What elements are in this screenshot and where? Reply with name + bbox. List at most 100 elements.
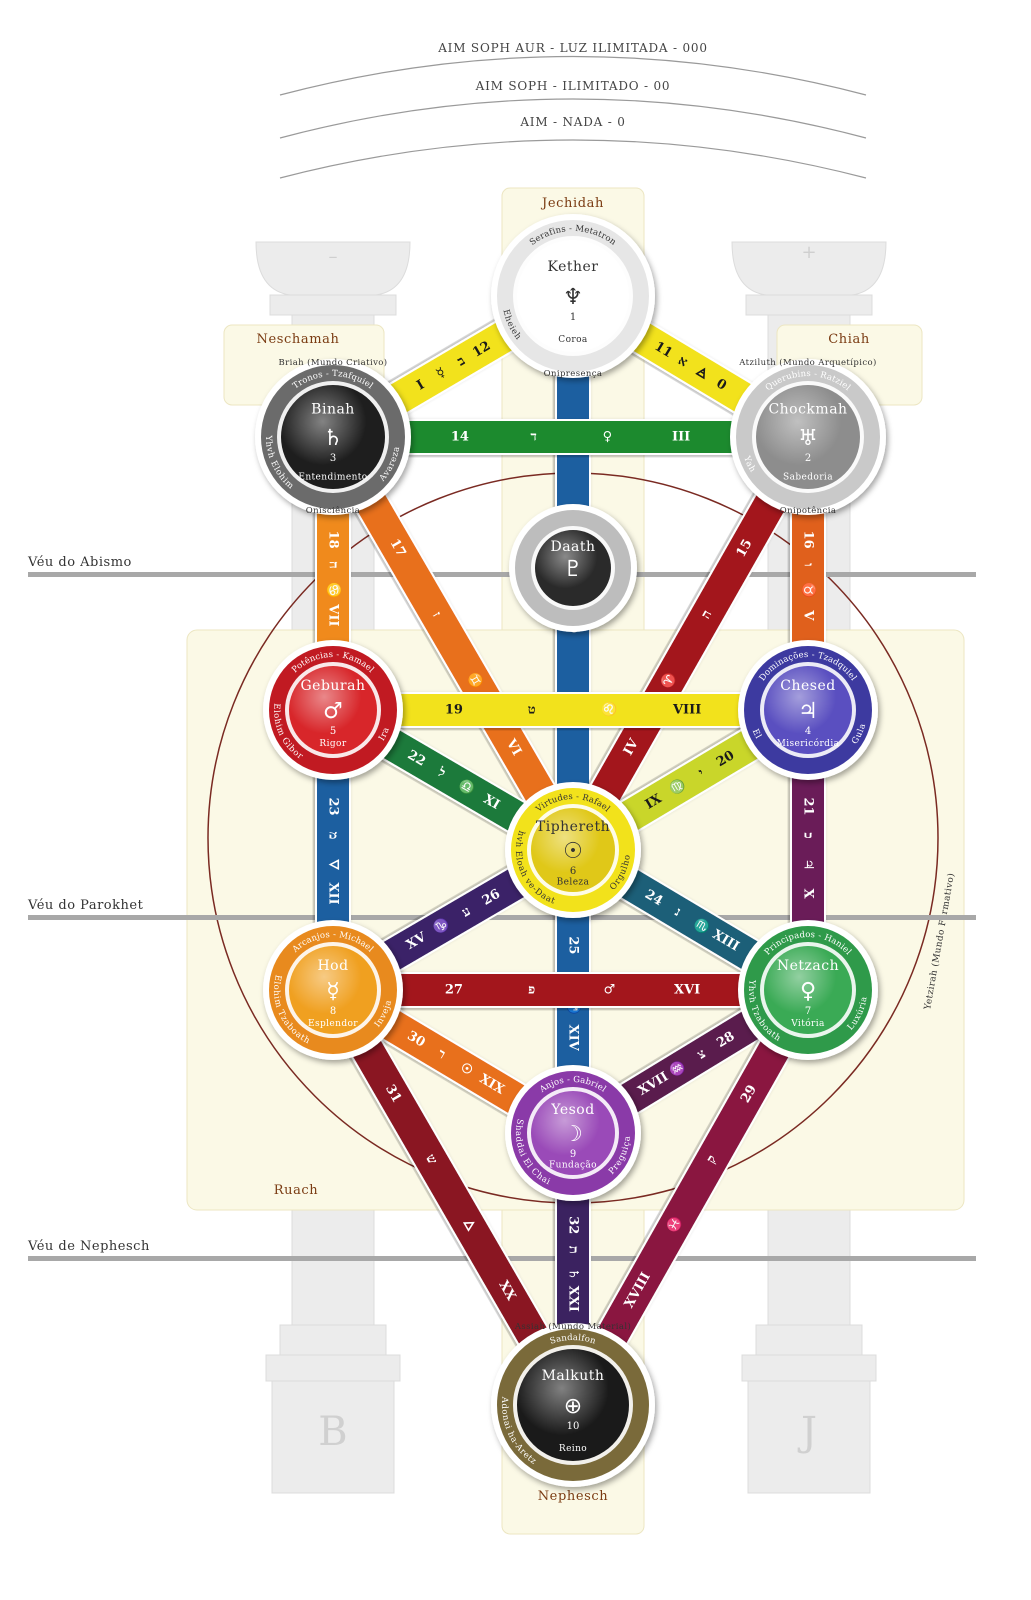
sephirah-number-kether: 1 <box>570 312 576 323</box>
veil-abismo-line <box>28 572 976 577</box>
region-label-nephesch: Nephesch <box>538 1489 609 1504</box>
region-label-chiah: Chiah <box>828 332 870 347</box>
sephirah-meaning-netzach: Vitória <box>790 1018 825 1029</box>
path-label-p16-2: ♉ <box>801 582 817 598</box>
sephirah-shine-binah <box>281 385 385 489</box>
path-label-p27-0: 27 <box>445 983 463 998</box>
sephirah-shine-yesod <box>531 1091 615 1175</box>
path-label-p27-3: XVI <box>674 983 700 998</box>
sephirah-meaning-binah: Entendimento <box>298 473 367 483</box>
sephirah-symbol-netzach: ♀ <box>800 979 816 1004</box>
sephirah-name-tiphereth: Tiphereth <box>536 819 610 835</box>
path-label-p21-2: ♃ <box>801 859 816 871</box>
path-p29: 29ק♓XVIII <box>556 980 825 1415</box>
path-label-p21-3: X <box>801 888 816 899</box>
path-label-p23-0: 23 <box>326 797 341 815</box>
sephirah-symbol-chockmah: ♅ <box>798 426 818 451</box>
sephirah-name-binah: Binah <box>311 402 355 418</box>
sephirah-symbol-chesed: ♃ <box>798 699 818 724</box>
arc-aim-soph-aur <box>279 55 867 96</box>
sephirah-symbol-geburah: ♂ <box>323 699 343 724</box>
sephirah-shine-geburah <box>289 666 377 754</box>
veil-nephesch-label: Véu de Nephesch <box>27 1239 150 1254</box>
path-label-p17-1: ז <box>429 609 444 620</box>
path-p27: 27 פ ♂ XVI <box>332 972 809 1008</box>
sephirah-attribute-kether: Onipresença <box>544 369 603 379</box>
path-label-p26-2: ♑ <box>430 915 452 937</box>
path-label-p14-1: ד <box>530 430 536 445</box>
path-label-p27-2: ♂ <box>604 983 616 998</box>
sephirah-shine-daath <box>535 530 611 606</box>
path-label-p21-0: 21 <box>801 797 816 815</box>
path-label-p14-2: ♀ <box>603 430 613 445</box>
path-label-p23-3: XII <box>326 882 341 904</box>
path-band-p27 <box>332 972 809 1008</box>
pillar-right-base: J <box>797 1409 817 1455</box>
path-label-p20-2: ♍ <box>666 776 688 798</box>
arc-label-aim-soph: AIM SOPH - ILIMITADO - 00 <box>475 79 671 93</box>
veil-abismo-label: Véu do Abismo <box>27 555 132 570</box>
region-label-jechidah: Jechidah <box>540 196 604 211</box>
sephirah-name-hod: Hod <box>317 958 348 974</box>
pillar-left-base: B <box>318 1409 347 1455</box>
path-band-p14 <box>332 419 809 455</box>
path-label-p18-3: VII <box>326 603 341 626</box>
sephirah-symbol-binah: ♄ <box>323 426 343 451</box>
path-label-p15-2: ♈ <box>658 670 680 692</box>
path-label-p28-2: ♒ <box>666 1058 688 1080</box>
sephirah-ring-top-malkuth: Sandalfon <box>549 1332 598 1346</box>
path-label-p15-3: IV <box>621 736 642 758</box>
infinite-arcs: AIM SOPH AUR - LUZ ILIMITADA - 000 AIM S… <box>279 41 867 179</box>
region-label-ruach: Ruach <box>274 1183 319 1198</box>
sephirah-name-malkuth: Malkuth <box>542 1368 605 1384</box>
pillar-left-sign: – <box>329 246 338 267</box>
arc-label-aim-soph-aur: AIM SOPH AUR - LUZ ILIMITADA - 000 <box>437 41 708 55</box>
sephirah-shine-netzach <box>764 946 852 1034</box>
sephirah-symbol-daath: ♇ <box>563 557 583 582</box>
path-label-p23-1: מ <box>326 832 341 840</box>
sephirah-meaning-geburah: Rigor <box>319 739 346 749</box>
path-label-p18-1: ח <box>326 561 341 569</box>
path-label-p25-0: 25 <box>566 936 581 954</box>
sephirah-number-malkuth: 10 <box>567 1421 580 1432</box>
path-label-p27-1: פ <box>528 983 535 998</box>
sephirah-shine-chockmah <box>756 385 860 489</box>
sephirah-name-daath: Daath <box>550 539 595 555</box>
veil-parokhet-label: Véu do Parokhet <box>27 898 144 913</box>
sephirah-number-hod: 8 <box>330 1006 336 1017</box>
sephirah-number-chesed: 4 <box>805 726 811 737</box>
veil-parokhet-line <box>28 915 976 920</box>
sephirah-shine-kether <box>517 240 629 352</box>
sephirah-number-tiphereth: 6 <box>570 866 576 877</box>
path-label-p14-0: 14 <box>451 430 469 445</box>
sephirah-name-kether: Kether <box>548 259 599 275</box>
sephirah-number-chockmah: 2 <box>805 453 811 464</box>
sephirah-meaning-malkuth: Reino <box>559 1444 587 1454</box>
path-label-p22-2: ♎ <box>456 776 478 798</box>
sephirah-symbol-tiphereth: ☉ <box>563 839 583 864</box>
sephirah-world-chockmah: Atziluth (Mundo Arquetípico) <box>738 357 876 368</box>
sephirah-attribute-chockmah: Onipotência <box>780 505 837 516</box>
path-label-p19-3: VIII <box>672 703 701 718</box>
path-label-p21-1: כ <box>801 832 816 838</box>
arc-aim <box>279 139 867 179</box>
path-label-p20-1: י <box>696 766 707 781</box>
sephirah-attribute-binah: Onisciência <box>306 505 360 516</box>
sephirah-symbol-kether: ♆ <box>563 285 583 310</box>
path-label-p17-2: ♊ <box>464 670 486 692</box>
pillar-right-sign: + <box>801 242 816 263</box>
arc-aim-soph <box>279 98 867 139</box>
arc-label-aim: AIM - NADA - 0 <box>519 115 625 129</box>
path-label-p29-2: ♓ <box>664 1214 686 1236</box>
sephirah-symbol-malkuth: ⊕ <box>564 1394 582 1419</box>
sephirah-meaning-tiphereth: Beleza <box>557 877 590 887</box>
region-label-neschamah: Neschamah <box>257 332 340 347</box>
